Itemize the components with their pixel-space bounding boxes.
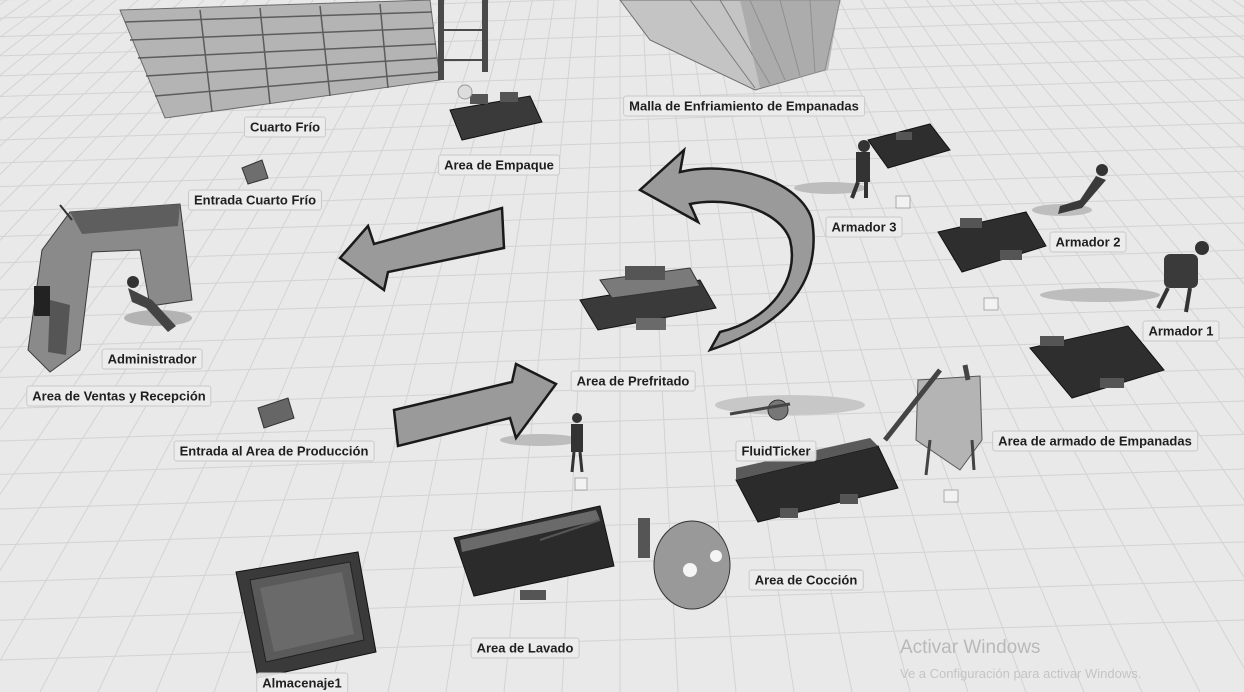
- windows-activation-subtitle: Ve a Configuración para activar Windows.: [900, 666, 1141, 681]
- cold-room-entrance[interactable]: [242, 160, 268, 184]
- packaging-table[interactable]: [450, 85, 542, 140]
- sales-office[interactable]: [28, 204, 192, 372]
- label-armador-1: Armador 1: [1142, 321, 1219, 342]
- prefry-machine[interactable]: [580, 266, 716, 330]
- arrow-to-sales: [340, 208, 504, 290]
- windows-activation-title: Activar Windows: [900, 637, 1040, 659]
- label-storage: Almacenaje1: [256, 673, 348, 692]
- cooking-kettle[interactable]: [638, 518, 730, 609]
- assembly-machine[interactable]: [885, 365, 982, 475]
- label-packaging-area: Area de Empaque: [438, 155, 560, 176]
- fluid-ticker[interactable]: [715, 395, 865, 420]
- armador-3-table[interactable]: [868, 124, 950, 168]
- label-cooling-mesh: Malla de Enfriamiento de Empanadas: [623, 96, 865, 117]
- label-cooking-area: Area de Cocción: [749, 570, 864, 591]
- armador-2-table[interactable]: [938, 212, 1046, 272]
- cold-room-rack[interactable]: [120, 0, 488, 118]
- label-cold-room-entrance: Entrada Cuarto Frío: [188, 190, 322, 211]
- label-prefry-area: Area de Prefritado: [571, 371, 696, 392]
- label-armador-3: Armador 3: [825, 217, 902, 238]
- armador-3-person[interactable]: [794, 140, 870, 198]
- label-cold-room: Cuarto Frío: [244, 117, 326, 138]
- arrow-return-curve: [640, 150, 814, 350]
- production-entrance[interactable]: [258, 398, 294, 428]
- label-fluid-ticker: FluidTicker: [735, 441, 816, 462]
- washing-sink[interactable]: [454, 506, 614, 600]
- label-production-entrance: Entrada al Area de Producción: [174, 441, 375, 462]
- storage-box[interactable]: [236, 552, 376, 678]
- arrow-to-prefry: [394, 364, 556, 446]
- armador-2-person[interactable]: [1032, 164, 1108, 216]
- label-washing-area: Area de Lavado: [471, 638, 580, 659]
- cooling-mesh-rack[interactable]: [620, 0, 840, 90]
- label-armador-2: Armador 2: [1049, 232, 1126, 253]
- label-sales-area: Area de Ventas y Recepción: [26, 386, 211, 407]
- label-assembly-area: Area de armado de Empanadas: [992, 431, 1198, 452]
- label-administrator: Administrador: [102, 349, 203, 370]
